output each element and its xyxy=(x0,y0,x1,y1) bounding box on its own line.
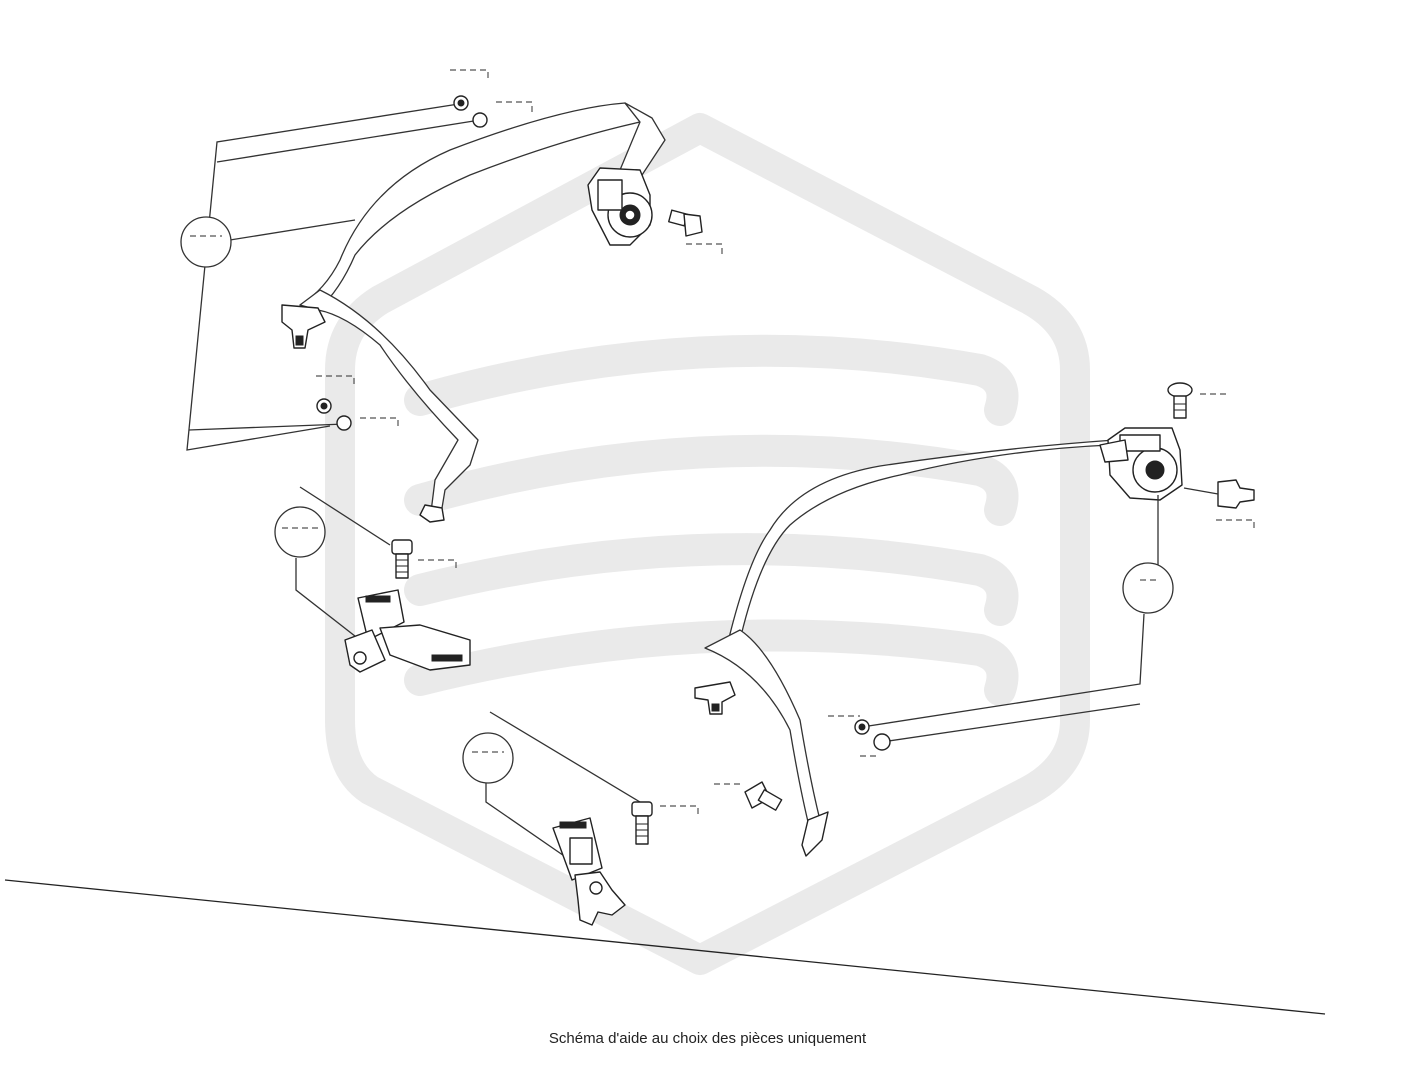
left-retractor-bolt xyxy=(668,209,703,237)
right-retractor-bolt xyxy=(1167,382,1193,419)
leader-bracket-left-upper xyxy=(186,102,466,451)
callout-circle-3 xyxy=(1122,562,1174,614)
leader-line-cover-cap xyxy=(1183,487,1219,495)
ref-tag-12 xyxy=(660,805,699,818)
washer-part-3-hole xyxy=(320,402,328,410)
washer-part-4 xyxy=(336,415,352,431)
left-anchor-plate xyxy=(419,504,445,523)
right-lower-bolt xyxy=(744,781,783,811)
ref-tag-6 xyxy=(418,559,457,572)
right-anchor-plate xyxy=(801,811,829,857)
left-belt-tongue xyxy=(281,304,326,349)
left-belt-webbing xyxy=(299,102,641,311)
leader-line-callout-1 xyxy=(229,219,356,241)
right-belt-tongue-slot xyxy=(711,703,720,712)
center-buckle xyxy=(552,817,626,926)
left-retractor xyxy=(587,167,653,246)
left-buckle-bolt xyxy=(391,539,413,579)
ref-tag-8 xyxy=(1216,519,1255,532)
ref-tag-2 xyxy=(496,101,533,114)
leader-bracket-left-buckle xyxy=(295,486,391,641)
diagram-caption: Schéma d'aide au choix des pièces unique… xyxy=(548,1030,867,1047)
callout-circle-2 xyxy=(274,506,326,558)
ref-tag-4 xyxy=(360,417,399,430)
right-retractor xyxy=(1099,427,1183,501)
leader-bracket-right xyxy=(861,495,1159,743)
washer-part-2 xyxy=(472,112,488,128)
washer-part-1-hole xyxy=(457,99,465,107)
left-belt-tongue-slot xyxy=(295,335,304,346)
left-belt-webbing-lower xyxy=(299,289,479,521)
callout-circle-4 xyxy=(462,732,514,784)
ground-line xyxy=(4,879,1326,1015)
ref-tag-1 xyxy=(450,69,489,82)
left-buckle-assembly xyxy=(344,589,471,673)
right-cover-cap xyxy=(1217,479,1255,509)
ref-tag-3 xyxy=(316,375,355,388)
leader-line-left-upper-2 xyxy=(216,119,481,163)
right-belt-tongue xyxy=(694,681,736,715)
washer-part-5-hole xyxy=(858,723,866,731)
washer-part-6 xyxy=(873,733,891,751)
ref-tag-5 xyxy=(686,243,723,256)
callout-circle-1 xyxy=(180,216,232,268)
leader-bracket-center xyxy=(485,711,641,861)
center-buckle-assembly xyxy=(462,711,699,926)
right-seat-belt-assembly xyxy=(694,382,1255,857)
watermark-logo xyxy=(325,113,1090,975)
left-seat-belt-assembly xyxy=(180,69,723,673)
leader-line-left-lower-2 xyxy=(188,423,346,431)
center-buckle-bolt xyxy=(631,801,653,845)
